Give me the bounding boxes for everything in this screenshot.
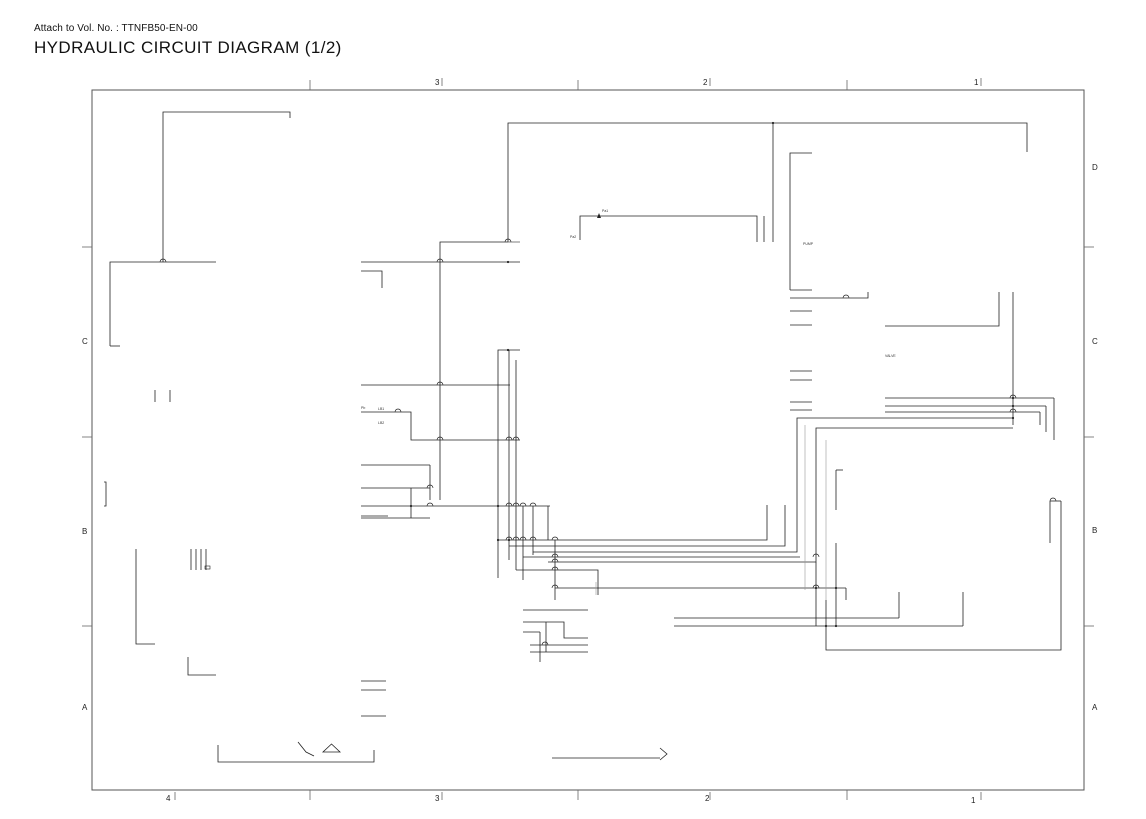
column-label-2-bottom: 2 (705, 794, 710, 803)
row-label-b-left: B (82, 527, 87, 536)
attach-volume-number: Attach to Vol. No. : TTNFB50-EN-00 (34, 23, 198, 34)
label-pump: PUMP (803, 242, 814, 246)
row-label-c-left: C (82, 337, 88, 346)
label-pb: Pb (361, 406, 365, 410)
column-label-4-bottom: 4 (166, 794, 171, 803)
page-title: HYDRAULIC CIRCUIT DIAGRAM (1/2) (34, 38, 342, 57)
row-label-a-left: A (82, 703, 88, 712)
label-lb2: LB2 (378, 421, 384, 425)
drawing-frame (91, 89, 1085, 791)
crossing-hops (159, 238, 1057, 646)
hydraulic-lines (104, 111, 1062, 763)
row-label-b-right: B (1092, 526, 1097, 535)
row-label-d-right: D (1092, 163, 1098, 172)
label-valve: VALVE (885, 354, 896, 358)
bottom-zone-ticks (174, 790, 982, 800)
row-label-c-right: C (1092, 337, 1098, 346)
secondary-lines (508, 241, 827, 600)
check-valve-icon (597, 213, 601, 218)
tank-triangle-icon (321, 743, 342, 753)
junction-dots (409, 121, 1015, 628)
top-zone-ticks (309, 78, 982, 90)
column-label-3-top: 3 (435, 78, 440, 87)
column-label-2-top: 2 (703, 78, 708, 87)
small-component-icon (204, 565, 211, 570)
column-label-1-top: 1 (974, 78, 979, 87)
row-label-a-right: A (1092, 703, 1098, 712)
label-pa2: Pa2 (570, 235, 576, 239)
column-label-3-bottom: 3 (435, 794, 440, 803)
label-pa1: Pa1 (602, 209, 608, 213)
column-label-1-bottom: 1 (971, 796, 976, 805)
label-lb1: LB1 (378, 407, 384, 411)
side-zone-ticks (82, 246, 1094, 627)
